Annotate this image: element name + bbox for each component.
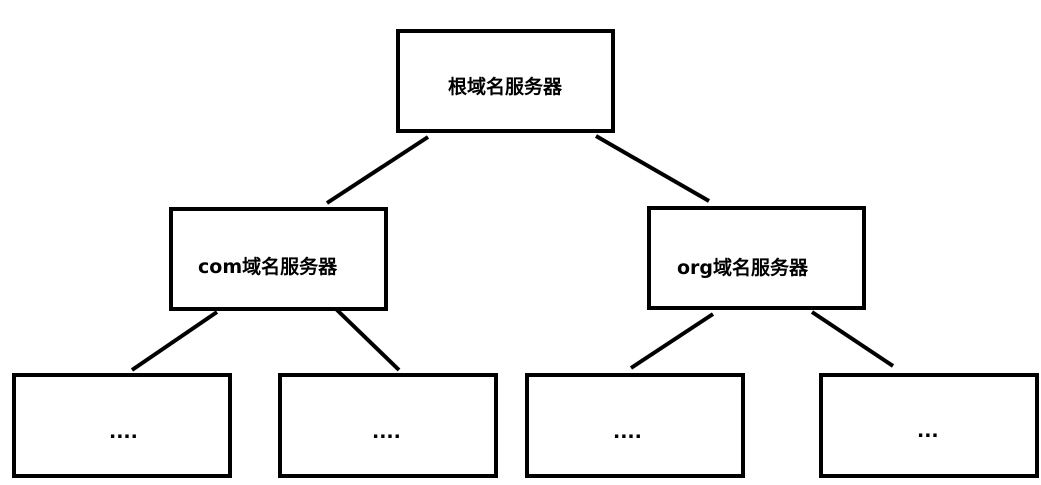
org-server-box: org域名服务器 [647, 206, 866, 310]
com-server-label: com域名服务器 [198, 256, 338, 278]
root-server-label: 根域名服务器 [448, 76, 563, 98]
connector-com-to-leaf-2 [334, 307, 401, 372]
com-server-box: com域名服务器 [169, 207, 388, 311]
org-server-label: org域名服务器 [677, 257, 809, 279]
com-child-box-1: .... [12, 373, 232, 478]
connector-org-to-leaf-4 [810, 310, 895, 368]
connector-root-to-com [325, 135, 430, 205]
org-child-label-2: ... [917, 420, 939, 442]
org-child-box-1: .... [525, 373, 745, 478]
org-child-label-1: .... [613, 421, 642, 443]
connector-com-to-leaf-1 [130, 310, 219, 372]
connector-root-to-org [595, 134, 710, 203]
com-child-label-1: .... [109, 421, 138, 443]
com-child-box-2: .... [278, 373, 498, 478]
org-child-box-2: ... [819, 373, 1039, 478]
connector-org-to-leaf-3 [629, 312, 715, 370]
root-server-box: 根域名服务器 [396, 29, 615, 133]
com-child-label-2: .... [372, 421, 401, 443]
